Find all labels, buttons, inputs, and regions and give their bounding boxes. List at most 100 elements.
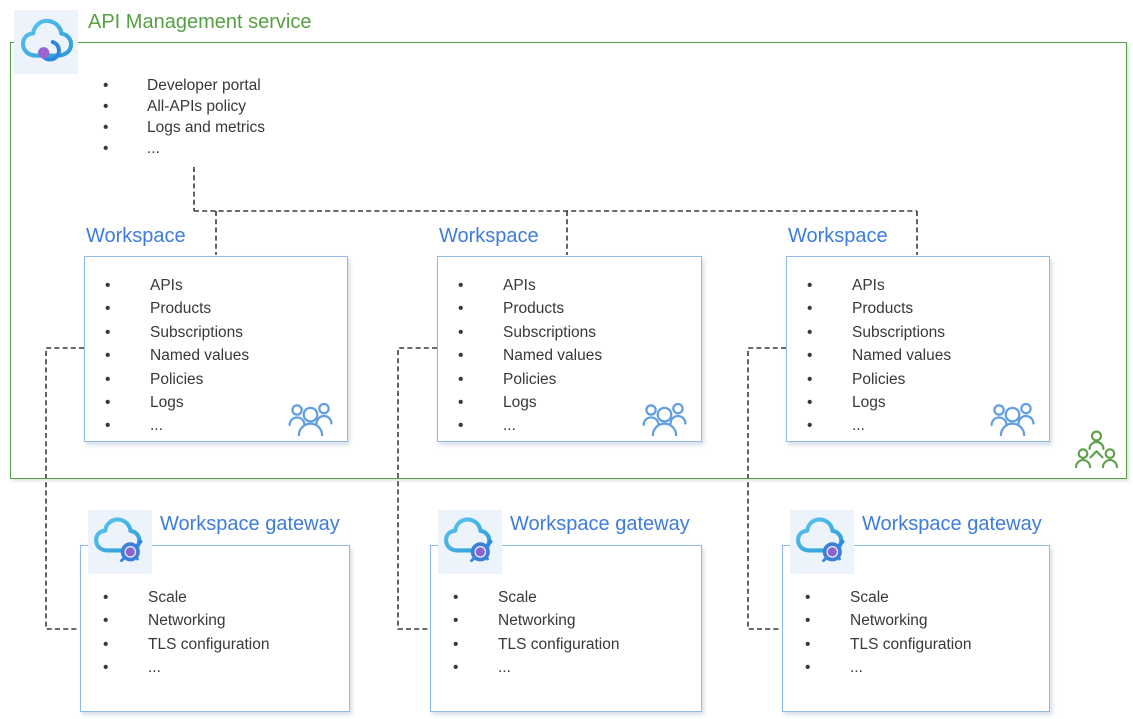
bullet: • (103, 98, 109, 115)
list-item-text: Products (503, 300, 565, 318)
workspace-box-3: •APIs •Products •Subscriptions •Named va… (786, 256, 1050, 442)
list-item-text: Networking (850, 612, 928, 630)
bullet: • (805, 612, 811, 630)
list-item: • TLS configuration (103, 633, 349, 656)
bullet: • (807, 394, 813, 412)
list-item: • Networking (103, 609, 349, 632)
list-item: •TLS configuration (805, 633, 1049, 656)
list-item: •Logs and metrics (103, 117, 265, 138)
list-item-text: Policies (852, 370, 906, 388)
list-item-text: Named values (503, 347, 603, 365)
workspace-gateway-icon (438, 510, 502, 574)
workspace-gateway-cloud-icon (440, 512, 500, 572)
api-management-cloud-icon (16, 12, 76, 72)
list-item: •Products (105, 297, 347, 320)
list-item: •Scale (103, 586, 349, 609)
bullet: • (105, 300, 111, 318)
workspace-feature-list: • APIs • Products • Subscriptions • Named va… (438, 257, 701, 438)
list-item: • Named values (105, 344, 347, 367)
list-item: •Networking (453, 609, 701, 632)
list-item-text: Developer portal (147, 77, 261, 94)
list-item: • Named values (807, 344, 1049, 367)
list-item-text: TLS configuration (850, 635, 972, 653)
list-item-text: Scale (498, 589, 537, 606)
list-item-text: Policies (150, 370, 204, 388)
bullet: • (807, 277, 813, 294)
list-item-text: Subscriptions (150, 323, 244, 341)
list-item-text: APIs (503, 277, 536, 294)
gateway-feature-list: •Scale •Networking •TLS configuration •.… (431, 546, 701, 679)
workspace-gateway-cloud-icon (90, 512, 150, 572)
list-item-text: Named values (852, 347, 952, 365)
bullet: • (105, 347, 111, 365)
workspace-gateway-cloud-icon (792, 512, 852, 572)
workspace-box-2: • APIs • Products • Subscriptions • Named va… (437, 256, 702, 442)
list-item-text: ... (147, 140, 160, 157)
list-item-text: ... (148, 658, 161, 676)
list-item-text: Networking (148, 612, 226, 630)
list-item-text: ... (503, 417, 516, 435)
workspace-gateway-icon (88, 510, 152, 574)
list-item: •... (103, 656, 349, 679)
gateway-1-title: Workspace gateway (160, 513, 340, 535)
list-item: •Logs (105, 391, 347, 414)
list-item: •Scale (805, 586, 1049, 609)
list-item-text: Policies (503, 370, 557, 388)
bullet: • (453, 635, 459, 653)
list-item-text: ... (150, 417, 163, 435)
workspace-members-icon (641, 397, 688, 436)
bullet: • (458, 300, 464, 318)
list-item: • Subscriptions (105, 321, 347, 344)
list-item: • Logs (807, 391, 1049, 414)
list-item-text: All-APIs policy (147, 98, 247, 115)
list-item-text: Logs (852, 394, 886, 412)
bullet: • (103, 612, 109, 630)
service-title: API Management service (88, 11, 312, 33)
gateway-2-title: Workspace gateway (510, 513, 690, 535)
bullet: • (105, 323, 111, 341)
service-members-icon (1073, 429, 1120, 468)
workspace-members-icon (287, 397, 334, 436)
workspace-gateway-icon (790, 510, 854, 574)
bullet: • (458, 347, 464, 365)
bullet: • (458, 394, 464, 412)
list-item-text: Named values (150, 347, 250, 365)
bullet: • (458, 370, 464, 388)
bullet: • (458, 417, 464, 435)
bullet: • (807, 370, 813, 388)
gateway-3-title: Workspace gateway (862, 513, 1042, 535)
list-item-text: Subscriptions (852, 323, 946, 341)
bullet: • (807, 323, 813, 341)
bullet: • (458, 323, 464, 341)
gateway-feature-list: •Scale • Networking • TLS configuration •.… (81, 546, 349, 679)
list-item: •Policies (105, 368, 347, 391)
gateway-feature-list: •Scale •Networking •TLS configuration •.… (783, 546, 1049, 679)
list-item: • Networking (805, 609, 1049, 632)
list-item-text: APIs (852, 277, 885, 294)
workspace-feature-list: •APIs •Products •Subscriptions •Named va… (787, 257, 1049, 438)
list-item: • Subscriptions (807, 321, 1049, 344)
list-item: • Developer portal (103, 75, 265, 96)
list-item: • Policies (458, 368, 701, 391)
bullet: • (103, 635, 109, 653)
list-item: • Policies (807, 368, 1049, 391)
bullet: • (453, 658, 459, 676)
list-item: •... (103, 138, 265, 159)
list-item-text: Networking (498, 612, 576, 630)
bullet: • (807, 417, 813, 435)
workspace-2-title: Workspace (439, 225, 539, 247)
bullet: • (807, 300, 813, 318)
api-management-icon (14, 10, 78, 74)
list-item: • Subscriptions (458, 321, 701, 344)
workspace-3-title: Workspace (788, 225, 888, 247)
bullet: • (103, 77, 109, 94)
bullet: • (807, 347, 813, 365)
list-item-text: Subscriptions (503, 323, 597, 341)
list-item: • APIs (807, 274, 1049, 297)
list-item-text: Scale (850, 589, 889, 606)
list-item-text: TLS configuration (148, 635, 270, 653)
bullet: • (805, 658, 811, 676)
workspace-box-1: •APIs •Products •Subscriptions •Named va… (84, 256, 348, 442)
list-item-text: Logs (150, 394, 184, 412)
list-item: •TLS configuration (453, 633, 701, 656)
